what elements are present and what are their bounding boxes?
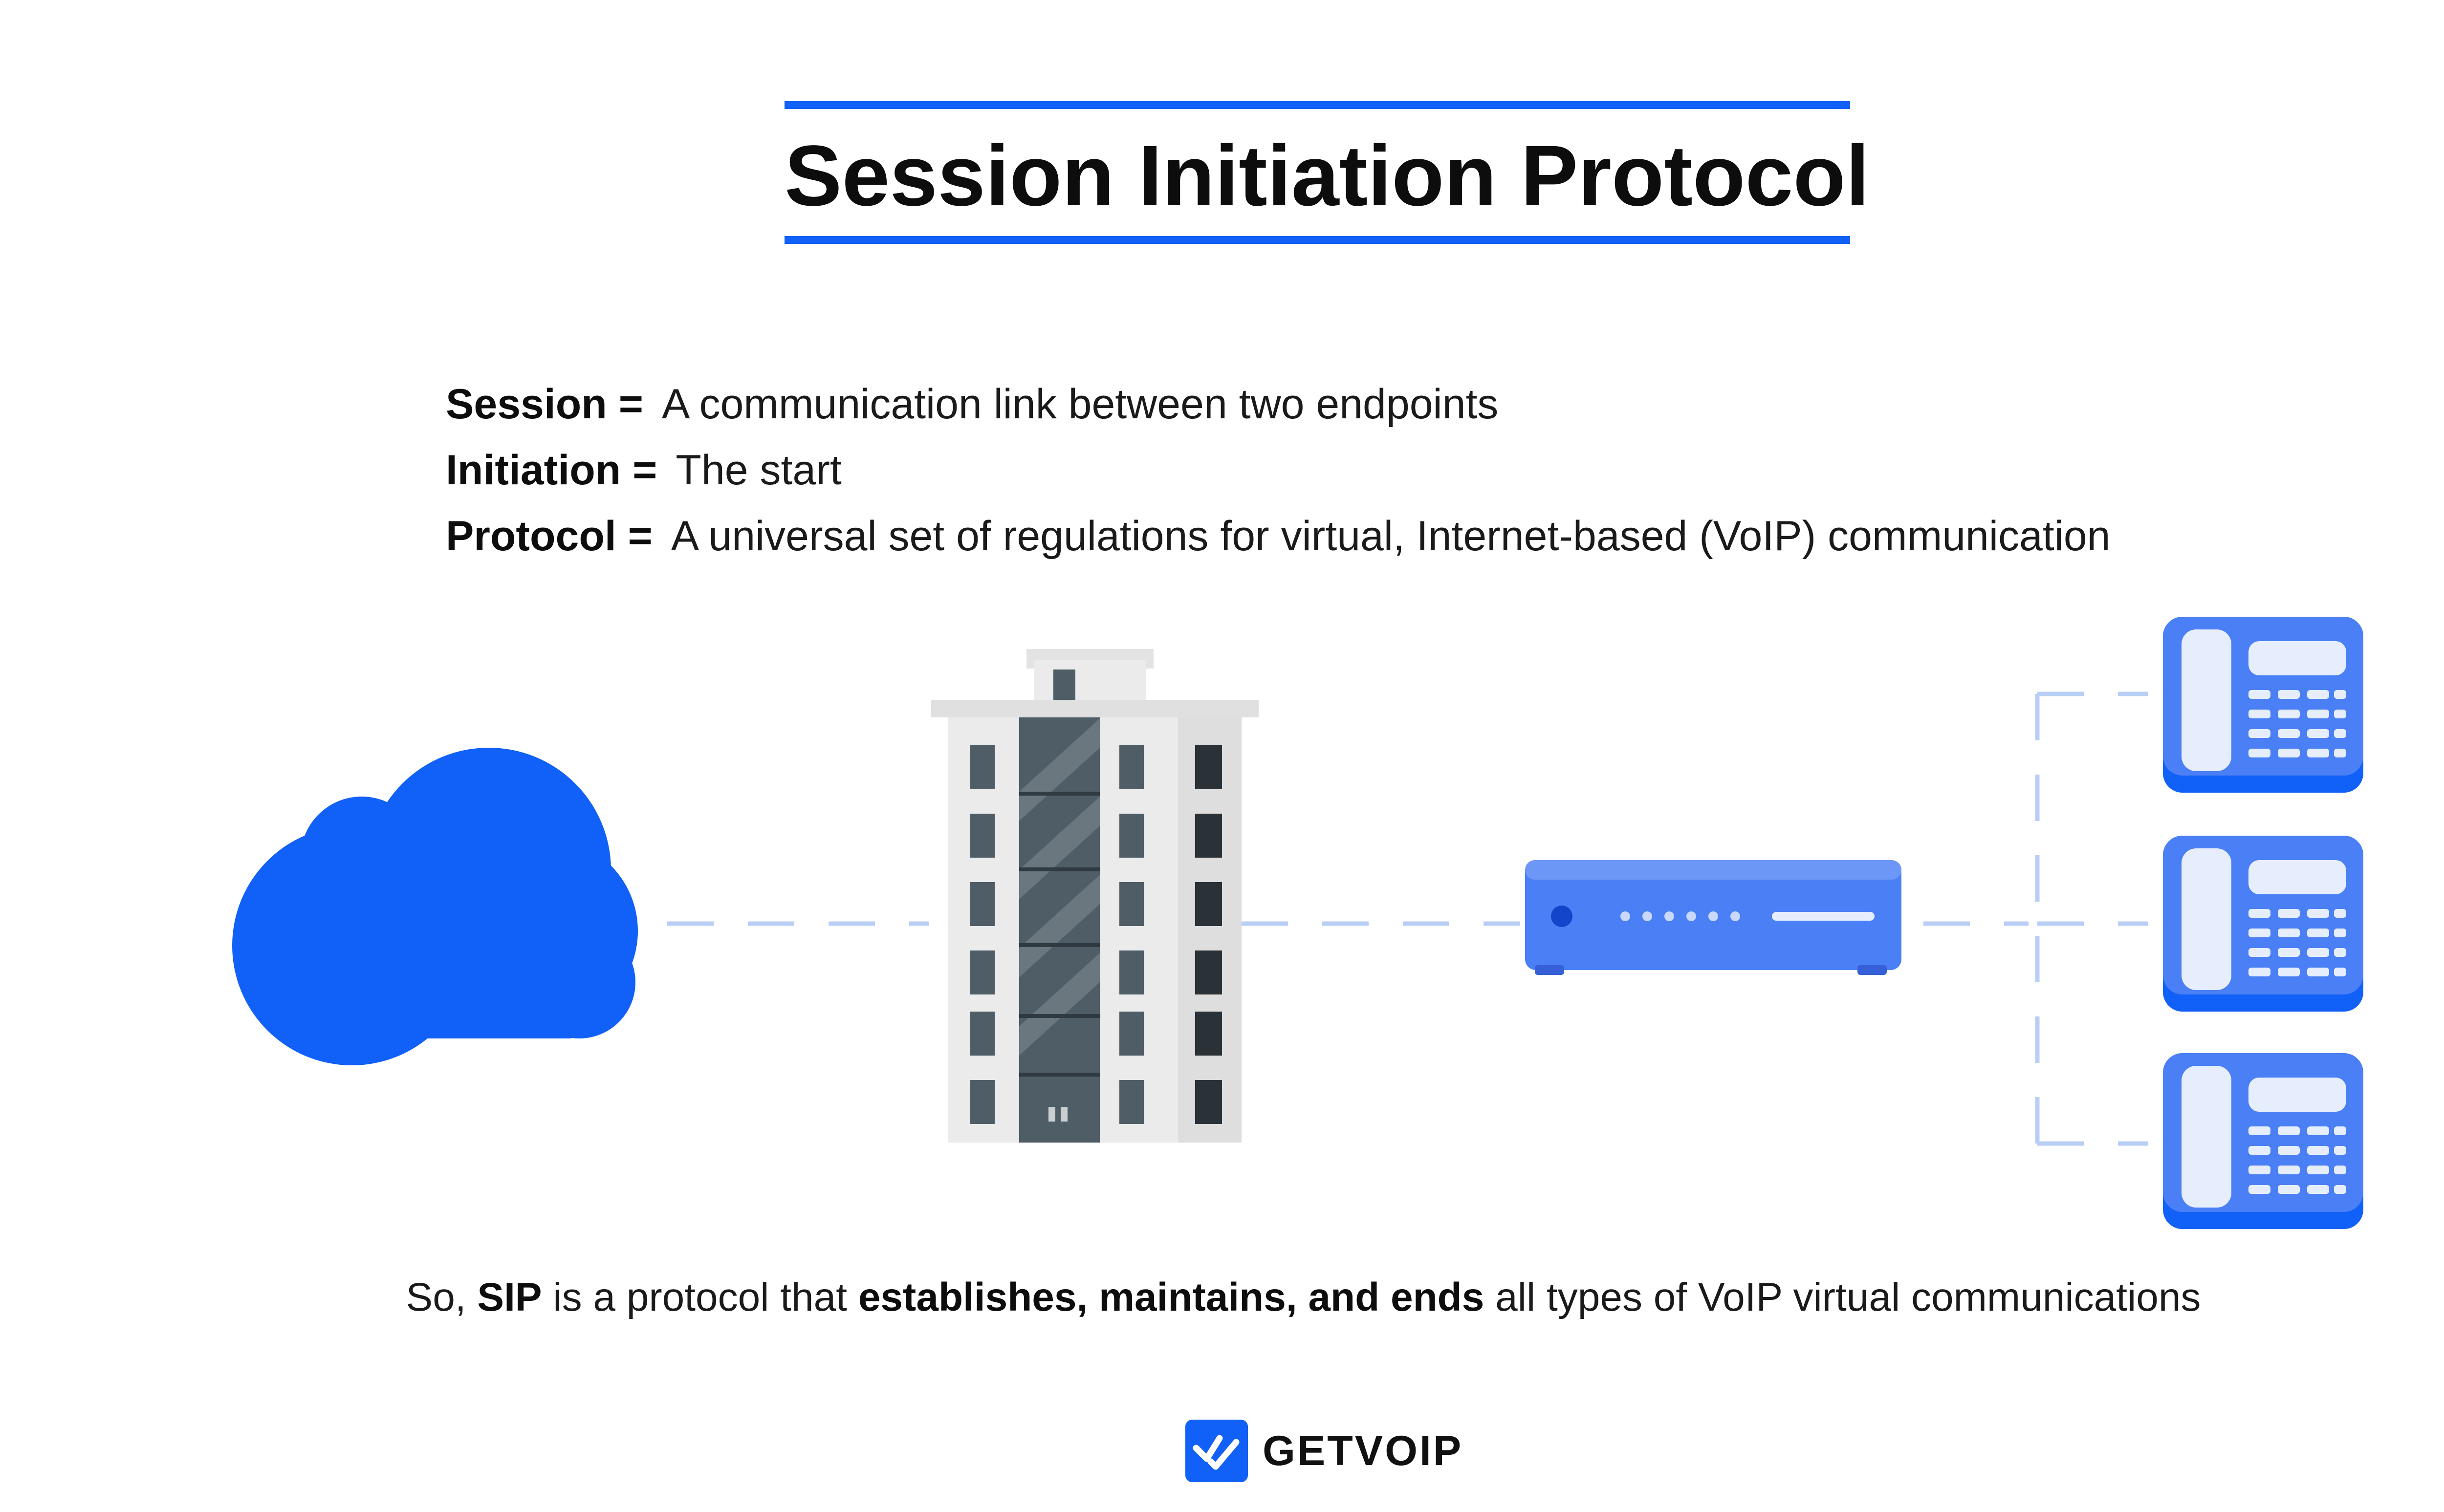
summary-middle: is a protocol that — [542, 1275, 858, 1319]
summary-suffix: all types of VoIP virtual communications — [1484, 1275, 2201, 1319]
definition-term: Initiation = — [446, 447, 657, 494]
summary-emphasis: establishes, maintains, and ends — [858, 1275, 1484, 1319]
page-title: Session Initiation Protocol — [785, 128, 1870, 224]
definition-protocol: Protocol = A universal set of regulations… — [446, 503, 2110, 569]
title-block: Session Initiation Protocol — [785, 101, 1870, 248]
desk-phone-icon — [2163, 836, 2363, 1012]
summary-sip: SIP — [477, 1275, 542, 1319]
summary-sentence: So, SIP is a protocol that establishes, … — [0, 1271, 2444, 1324]
definition-text: A communication link between two endpoin… — [661, 381, 1499, 428]
brand-name: GETVOIP — [1263, 1427, 1463, 1474]
definition-term: Session = — [446, 381, 643, 428]
router-icon — [1525, 860, 1901, 975]
cloud-icon — [232, 748, 638, 1065]
definition-term: Protocol = — [446, 513, 653, 560]
summary-prefix: So, — [406, 1275, 478, 1319]
definition-initiation: Initiation = The start — [446, 437, 2110, 503]
desk-phone-icon — [2163, 1053, 2363, 1229]
connector-lines — [587, 691, 2148, 1146]
brand-logo: GETVOIP — [1185, 1419, 1463, 1483]
desk-phone-icon — [2163, 617, 2363, 793]
definition-session: Session = A communication link between tw… — [446, 371, 2110, 437]
title-top-rule — [785, 101, 1850, 109]
title-bottom-rule — [785, 236, 1850, 244]
definitions-list: Session = A communication link between tw… — [446, 371, 2110, 569]
definition-text: A universal set of regulations for virtu… — [671, 513, 2111, 560]
office-building-icon — [931, 649, 1259, 1143]
definition-text: The start — [676, 447, 842, 494]
checkmark-badge-icon — [1185, 1420, 1248, 1482]
